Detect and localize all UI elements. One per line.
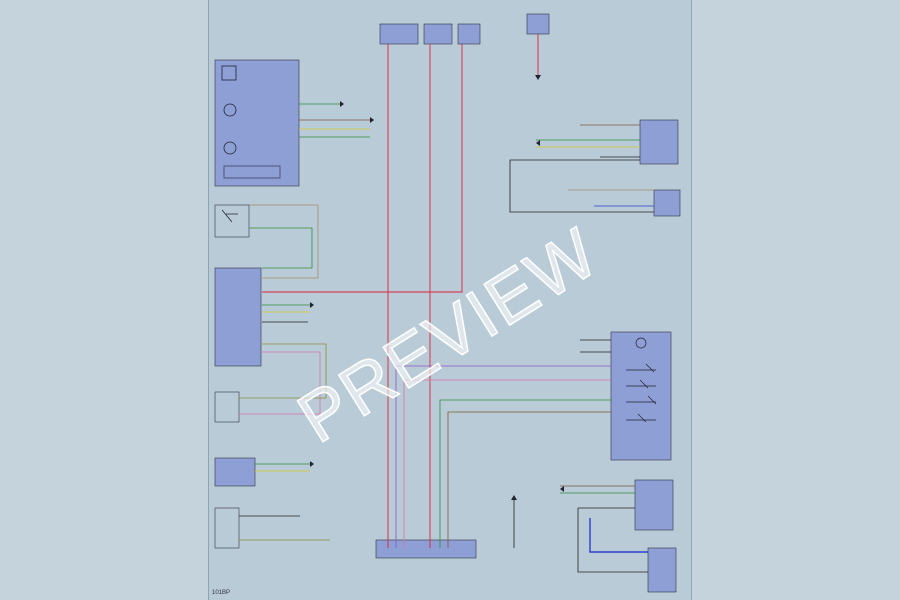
fuse-block-1 <box>379 23 419 45</box>
cruise-switch-module <box>214 457 256 487</box>
wire-pink-2 <box>403 379 611 548</box>
steering-module <box>639 119 679 165</box>
brake-switch-module <box>653 189 681 217</box>
sensor-2 <box>214 507 240 549</box>
arrow-icon <box>511 495 517 500</box>
wires <box>239 34 654 573</box>
sensor-1 <box>214 391 240 423</box>
arrow-icon <box>560 486 564 492</box>
left-modules <box>214 59 300 549</box>
arrow-icon <box>340 101 344 107</box>
instrument-cluster <box>214 59 300 187</box>
electric-parking-brake-switch <box>610 331 672 461</box>
wire-purple-1 <box>395 365 611 548</box>
wire-black-9 <box>577 508 648 573</box>
wire-green-3 <box>249 227 313 269</box>
tcm-module <box>634 479 674 531</box>
fuse-block-3 <box>457 23 481 45</box>
wire-olive-1 <box>239 343 327 399</box>
page-id: 101BP <box>212 590 231 596</box>
arrow-icon <box>310 302 314 308</box>
fuse-block-2 <box>423 23 453 45</box>
cluster-label-box <box>223 165 281 179</box>
accelerator-module <box>647 547 677 593</box>
wire-red-3 <box>262 44 463 293</box>
switch-symbol-icon <box>221 209 238 223</box>
wire-black-7 <box>509 159 654 213</box>
brake-fluid-switch <box>214 204 250 238</box>
fuse-label-area-1 <box>357 6 407 22</box>
arrow-icon <box>535 75 541 80</box>
top-fuse-blocks <box>357 6 550 45</box>
arrow-icon <box>536 140 540 146</box>
wire-brown-2 <box>447 411 611 548</box>
epb-control-module <box>375 539 477 559</box>
warning-lamp-icon <box>223 103 237 117</box>
wire-green-6 <box>439 399 611 548</box>
wire-blue-2 <box>589 518 648 553</box>
fuse-block-4 <box>526 13 550 35</box>
warning-lamp-icon-2 <box>223 141 237 155</box>
arrow-icon <box>310 461 314 467</box>
arrow-icon <box>370 117 374 123</box>
wire-pink-1 <box>239 351 321 415</box>
lamp-icon <box>635 337 647 349</box>
cluster-display-icon <box>221 65 237 81</box>
connector-arrows <box>310 75 564 500</box>
right-modules <box>610 119 681 593</box>
wire-tan-1 <box>249 204 319 279</box>
body-control-module <box>214 267 262 367</box>
switch-contacts-icon <box>626 363 657 423</box>
